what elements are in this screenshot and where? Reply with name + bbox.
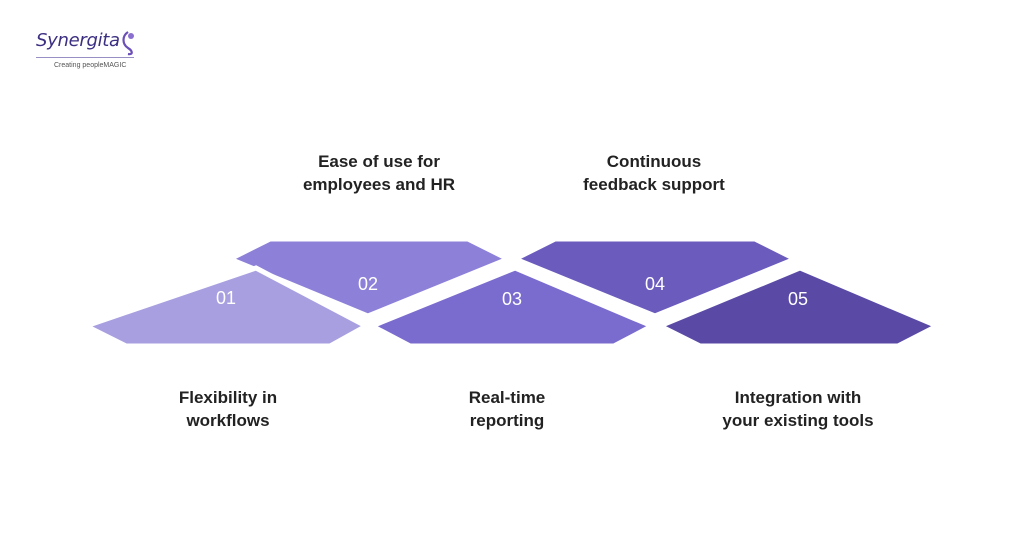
arrow-shape-03 (366, 265, 658, 349)
logo-tagline: Creating peopleMAGIC (54, 62, 127, 69)
step-number-05: 05 (788, 289, 808, 309)
arrow-shape-01 (79, 265, 372, 349)
arrow-shape-02 (223, 236, 515, 319)
logo-wordmark: Synergita (36, 30, 120, 51)
step-number-02: 02 (358, 274, 378, 294)
step-number-04: 04 (645, 274, 665, 294)
arrow-shape-04 (508, 236, 802, 319)
logo-swirl-icon (122, 31, 134, 56)
arrow-shape-05 (653, 265, 943, 349)
logo-divider (36, 57, 134, 58)
step-number-03: 03 (502, 289, 522, 309)
step-number-01: 01 (216, 288, 236, 308)
synergita-logo: Synergita Creating peopleMAGIC (36, 30, 156, 74)
